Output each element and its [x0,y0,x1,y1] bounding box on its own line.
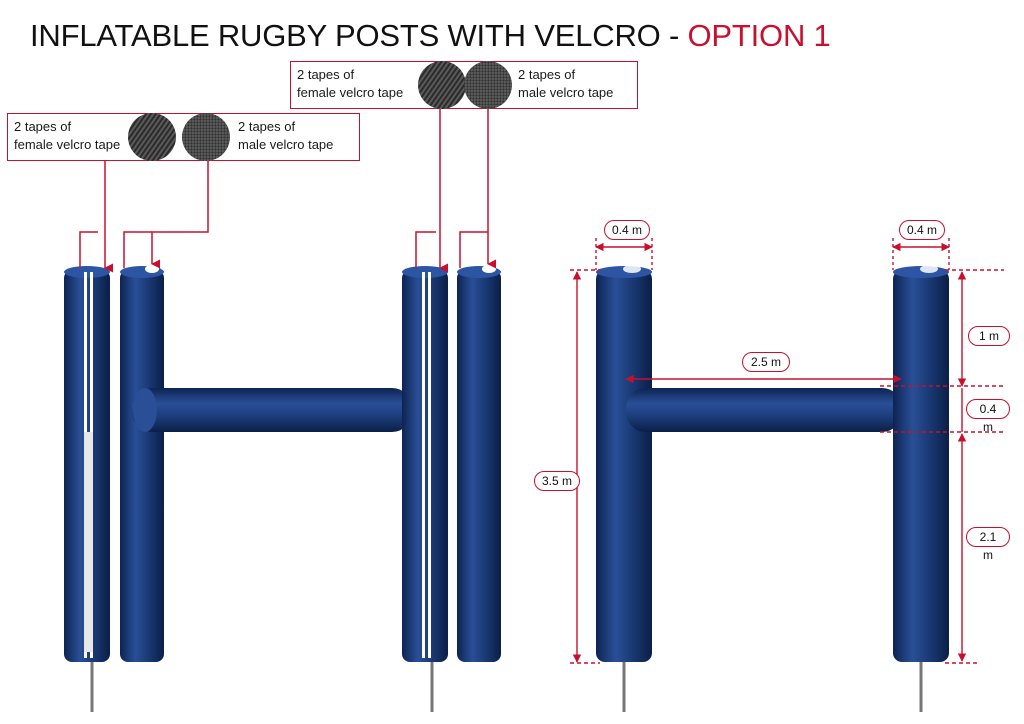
title-accent: OPTION 1 [687,18,831,53]
callout-male-text-left: 2 tapes of male velcro tape [238,118,333,154]
page-title: INFLATABLE RUGBY POSTS WITH VELCRO - OPT… [30,18,831,54]
callout-leaders-left [79,160,209,273]
callout-line: female velcro tape [297,85,404,100]
dim-label-post-width-left: 0.4 m [604,220,650,240]
dim-label-total-height: 3.5 m [534,471,580,491]
title-main: INFLATABLE RUGBY POSTS WITH VELCRO - [30,18,688,53]
left-post-male [120,265,164,662]
callout-female-text-right: 2 tapes of female velcro tape [297,66,403,102]
dim-label-post-width-right: 0.4 m [899,220,945,240]
callout-female-text-left: 2 tapes of female velcro tape [14,118,120,154]
dim-label-bottom-section: 2.1 m [966,527,1010,562]
left-post-female [64,266,110,662]
right-post-female [402,266,448,662]
dim-label-crossbar-thickness: 0.4 m [966,399,1010,434]
dim-label-crossbar-span: 2.5 m [742,352,790,372]
dim-label-top-section: 1 m [968,326,1010,346]
right-post-male [457,265,501,662]
callout-line: male velcro tape [238,137,334,152]
callout-male-text-right: 2 tapes of male velcro tape [518,66,613,102]
callout-leaders-right [415,107,497,273]
left-crossbar [132,388,412,432]
callout-line: 2 tapes of [238,119,296,134]
callout-line: 2 tapes of [518,67,576,82]
dim-post-left [596,265,652,662]
dim-crossbar [626,388,902,432]
callout-line: 2 tapes of [14,119,72,134]
callout-line: female velcro tape [14,137,121,152]
callout-line: male velcro tape [518,85,614,100]
callout-line: 2 tapes of [297,67,355,82]
dim-post-right [893,265,949,662]
dimension-lines [570,238,1004,664]
